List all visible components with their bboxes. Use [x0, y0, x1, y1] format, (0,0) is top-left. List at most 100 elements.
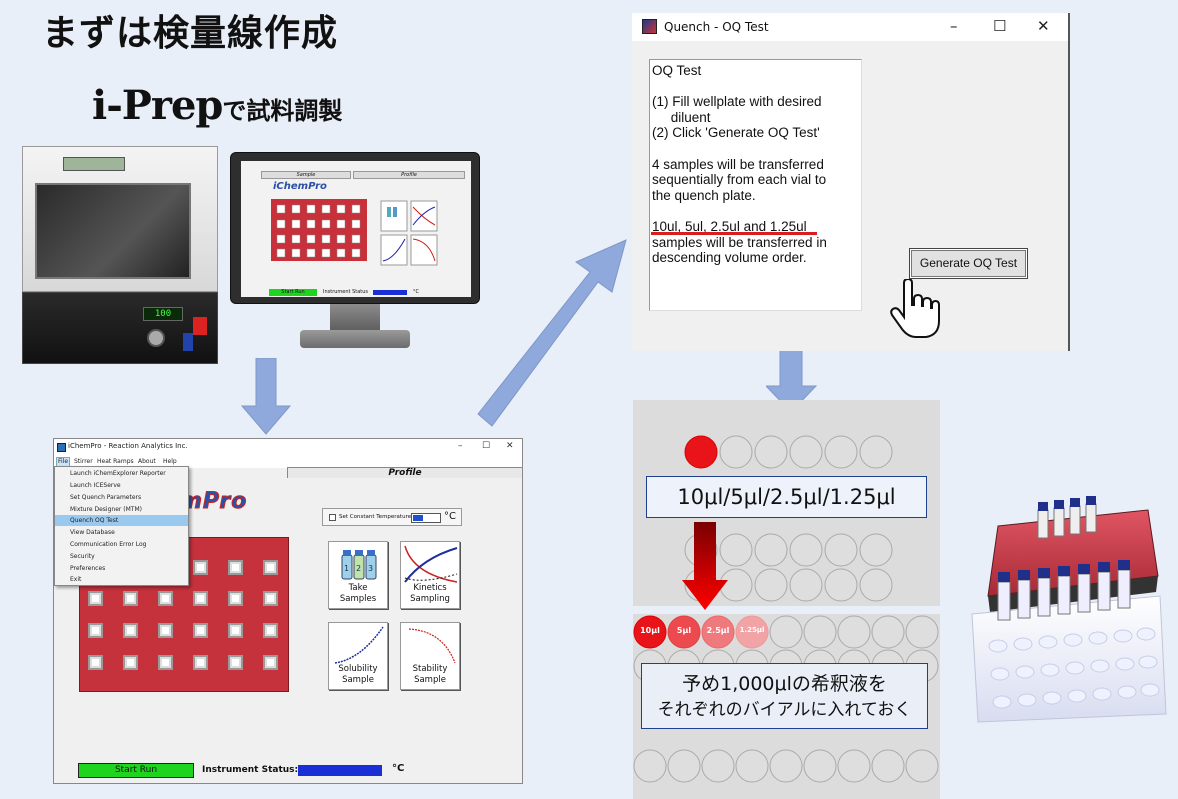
arrow-diagonal-icon	[477, 239, 627, 427]
red-arrow-down-icon	[682, 522, 728, 610]
well-button[interactable]	[193, 655, 208, 670]
set-constant-temperature: Set Constant Temperature °C	[322, 508, 462, 526]
oq-text-line	[652, 203, 859, 219]
instrument-blue-switch	[183, 333, 193, 351]
note-line-1: 予め1,000μlの希釈液を	[682, 673, 887, 695]
menu-stirrer[interactable]: Stirrer	[74, 458, 93, 465]
mini-well-grid	[276, 204, 361, 258]
minimize-icon[interactable]: –	[950, 17, 958, 35]
oq-text-line: the quench plate.	[652, 187, 756, 203]
solubility-curve-icon	[334, 626, 384, 664]
oq-text-line: (1) Fill wellplate with desired	[652, 94, 822, 110]
well-button[interactable]	[88, 591, 103, 606]
menu-item-set-quench-parameters[interactable]: Set Quench Parameters	[70, 494, 142, 501]
menu-item-launch-iceserve[interactable]: Launch ICEServe	[70, 482, 121, 489]
svg-text:2: 2	[356, 564, 361, 573]
oq-instructions-textbox[interactable]: OQ Test (1) Fill wellplate with desired …	[649, 59, 862, 311]
app-icon	[57, 443, 66, 452]
menu-heat-ramps[interactable]: Heat Ramps	[97, 458, 134, 465]
well-label-2-5ul: 2.5μl	[706, 626, 730, 635]
well-button[interactable]	[228, 591, 243, 606]
instrument-lcd	[63, 157, 125, 171]
well-button[interactable]	[263, 560, 278, 575]
oq-text-line	[652, 141, 859, 157]
vials-icon: 1 2 3	[341, 550, 377, 580]
instrument-status-label: Instrument Status:	[202, 765, 299, 775]
well-button[interactable]	[123, 623, 138, 638]
well-button[interactable]	[158, 655, 173, 670]
menu-item-exit[interactable]: Exit	[70, 576, 82, 583]
well-button[interactable]	[228, 655, 243, 670]
mini-status-bar: Start Run Instrument Status °C	[269, 289, 449, 296]
oq-text-line: sequentially from each vial to	[652, 172, 827, 188]
well-button[interactable]	[158, 591, 173, 606]
instrument-base: 100	[22, 292, 218, 364]
well-button[interactable]	[263, 655, 278, 670]
well-button[interactable]	[193, 591, 208, 606]
kinetics-chart-icon	[404, 545, 458, 583]
mini-status-indicator	[373, 290, 407, 295]
mini-temp-unit: °C	[413, 289, 419, 295]
mini-action-buttons	[380, 200, 438, 266]
monitor-image: Sample Profile iChemPro	[230, 152, 480, 352]
close-icon[interactable]: ✕	[506, 441, 514, 451]
take-samples-label-line2: Samples	[339, 594, 377, 604]
menu-item-mixture-designer[interactable]: Mixture Designer (MTM)	[70, 506, 142, 513]
start-run-button[interactable]: Start Run	[78, 763, 194, 778]
iprep-logo: i-Prep	[92, 82, 223, 129]
hand-pointer-icon	[890, 279, 940, 338]
well-button[interactable]	[158, 623, 173, 638]
app-icon	[642, 19, 657, 34]
monitor-neck	[330, 304, 380, 332]
maximize-icon[interactable]: ☐	[993, 17, 1007, 35]
well-label-10ul: 10μl	[640, 626, 660, 635]
maximize-icon[interactable]: ☐	[482, 441, 491, 451]
well-button[interactable]	[123, 655, 138, 670]
menu-help[interactable]: Help	[163, 458, 177, 465]
mini-start-run: Start Run	[269, 289, 317, 296]
temperature-unit: °C	[444, 511, 456, 522]
mini-status-label: Instrument Status	[323, 289, 369, 295]
iprep-subtitle: で試料調製	[222, 97, 343, 125]
instrument-upper-chamber	[22, 146, 218, 292]
generate-oq-test-button[interactable]: Generate OQ Test	[909, 248, 1028, 279]
minimize-icon[interactable]: –	[458, 441, 463, 451]
well-button[interactable]	[123, 591, 138, 606]
well-button[interactable]	[228, 560, 243, 575]
menu-item-launch-ichemexplorer-reporter[interactable]: Launch iChemExplorer Reporter	[70, 470, 166, 477]
well-button[interactable]	[193, 560, 208, 575]
constant-temp-checkbox[interactable]	[329, 514, 336, 521]
tab-profile[interactable]: Profile	[287, 467, 522, 478]
status-bar: Start Run Instrument Status: °C	[54, 757, 522, 783]
file-menu-dropdown: Launch iChemExplorer Reporter Launch ICE…	[54, 466, 189, 586]
ichempro-window: iChemPro - Reaction Analytics Inc. – ☐ ✕…	[53, 438, 523, 784]
well-label-5ul: 5μl	[676, 626, 692, 635]
window-titlebar: iChemPro - Reaction Analytics Inc. – ☐ ✕	[54, 439, 522, 457]
menu-item-communication-error-log[interactable]: Communication Error Log	[70, 541, 147, 548]
oq-text-line: descending volume order.	[652, 250, 807, 266]
well-button[interactable]	[228, 623, 243, 638]
menu-item-view-database[interactable]: View Database	[70, 529, 115, 536]
menu-item-security[interactable]: Security	[70, 553, 95, 560]
close-icon[interactable]: ✕	[1037, 17, 1050, 35]
well-button[interactable]	[88, 655, 103, 670]
volumes-label-box: 10μl/5μl/2.5μl/1.25μl	[646, 476, 927, 518]
well-button[interactable]	[88, 623, 103, 638]
menu-item-quench-oq-test[interactable]: Quench OQ Test	[55, 515, 188, 526]
mini-tab-sample: Sample	[261, 171, 351, 179]
well-button[interactable]	[263, 623, 278, 638]
temperature-input[interactable]	[411, 513, 441, 523]
menu-about[interactable]: About	[138, 458, 156, 465]
menu-item-preferences[interactable]: Preferences	[70, 565, 106, 572]
well-button[interactable]	[263, 591, 278, 606]
well-button[interactable]	[193, 623, 208, 638]
svg-text:3: 3	[368, 564, 373, 573]
